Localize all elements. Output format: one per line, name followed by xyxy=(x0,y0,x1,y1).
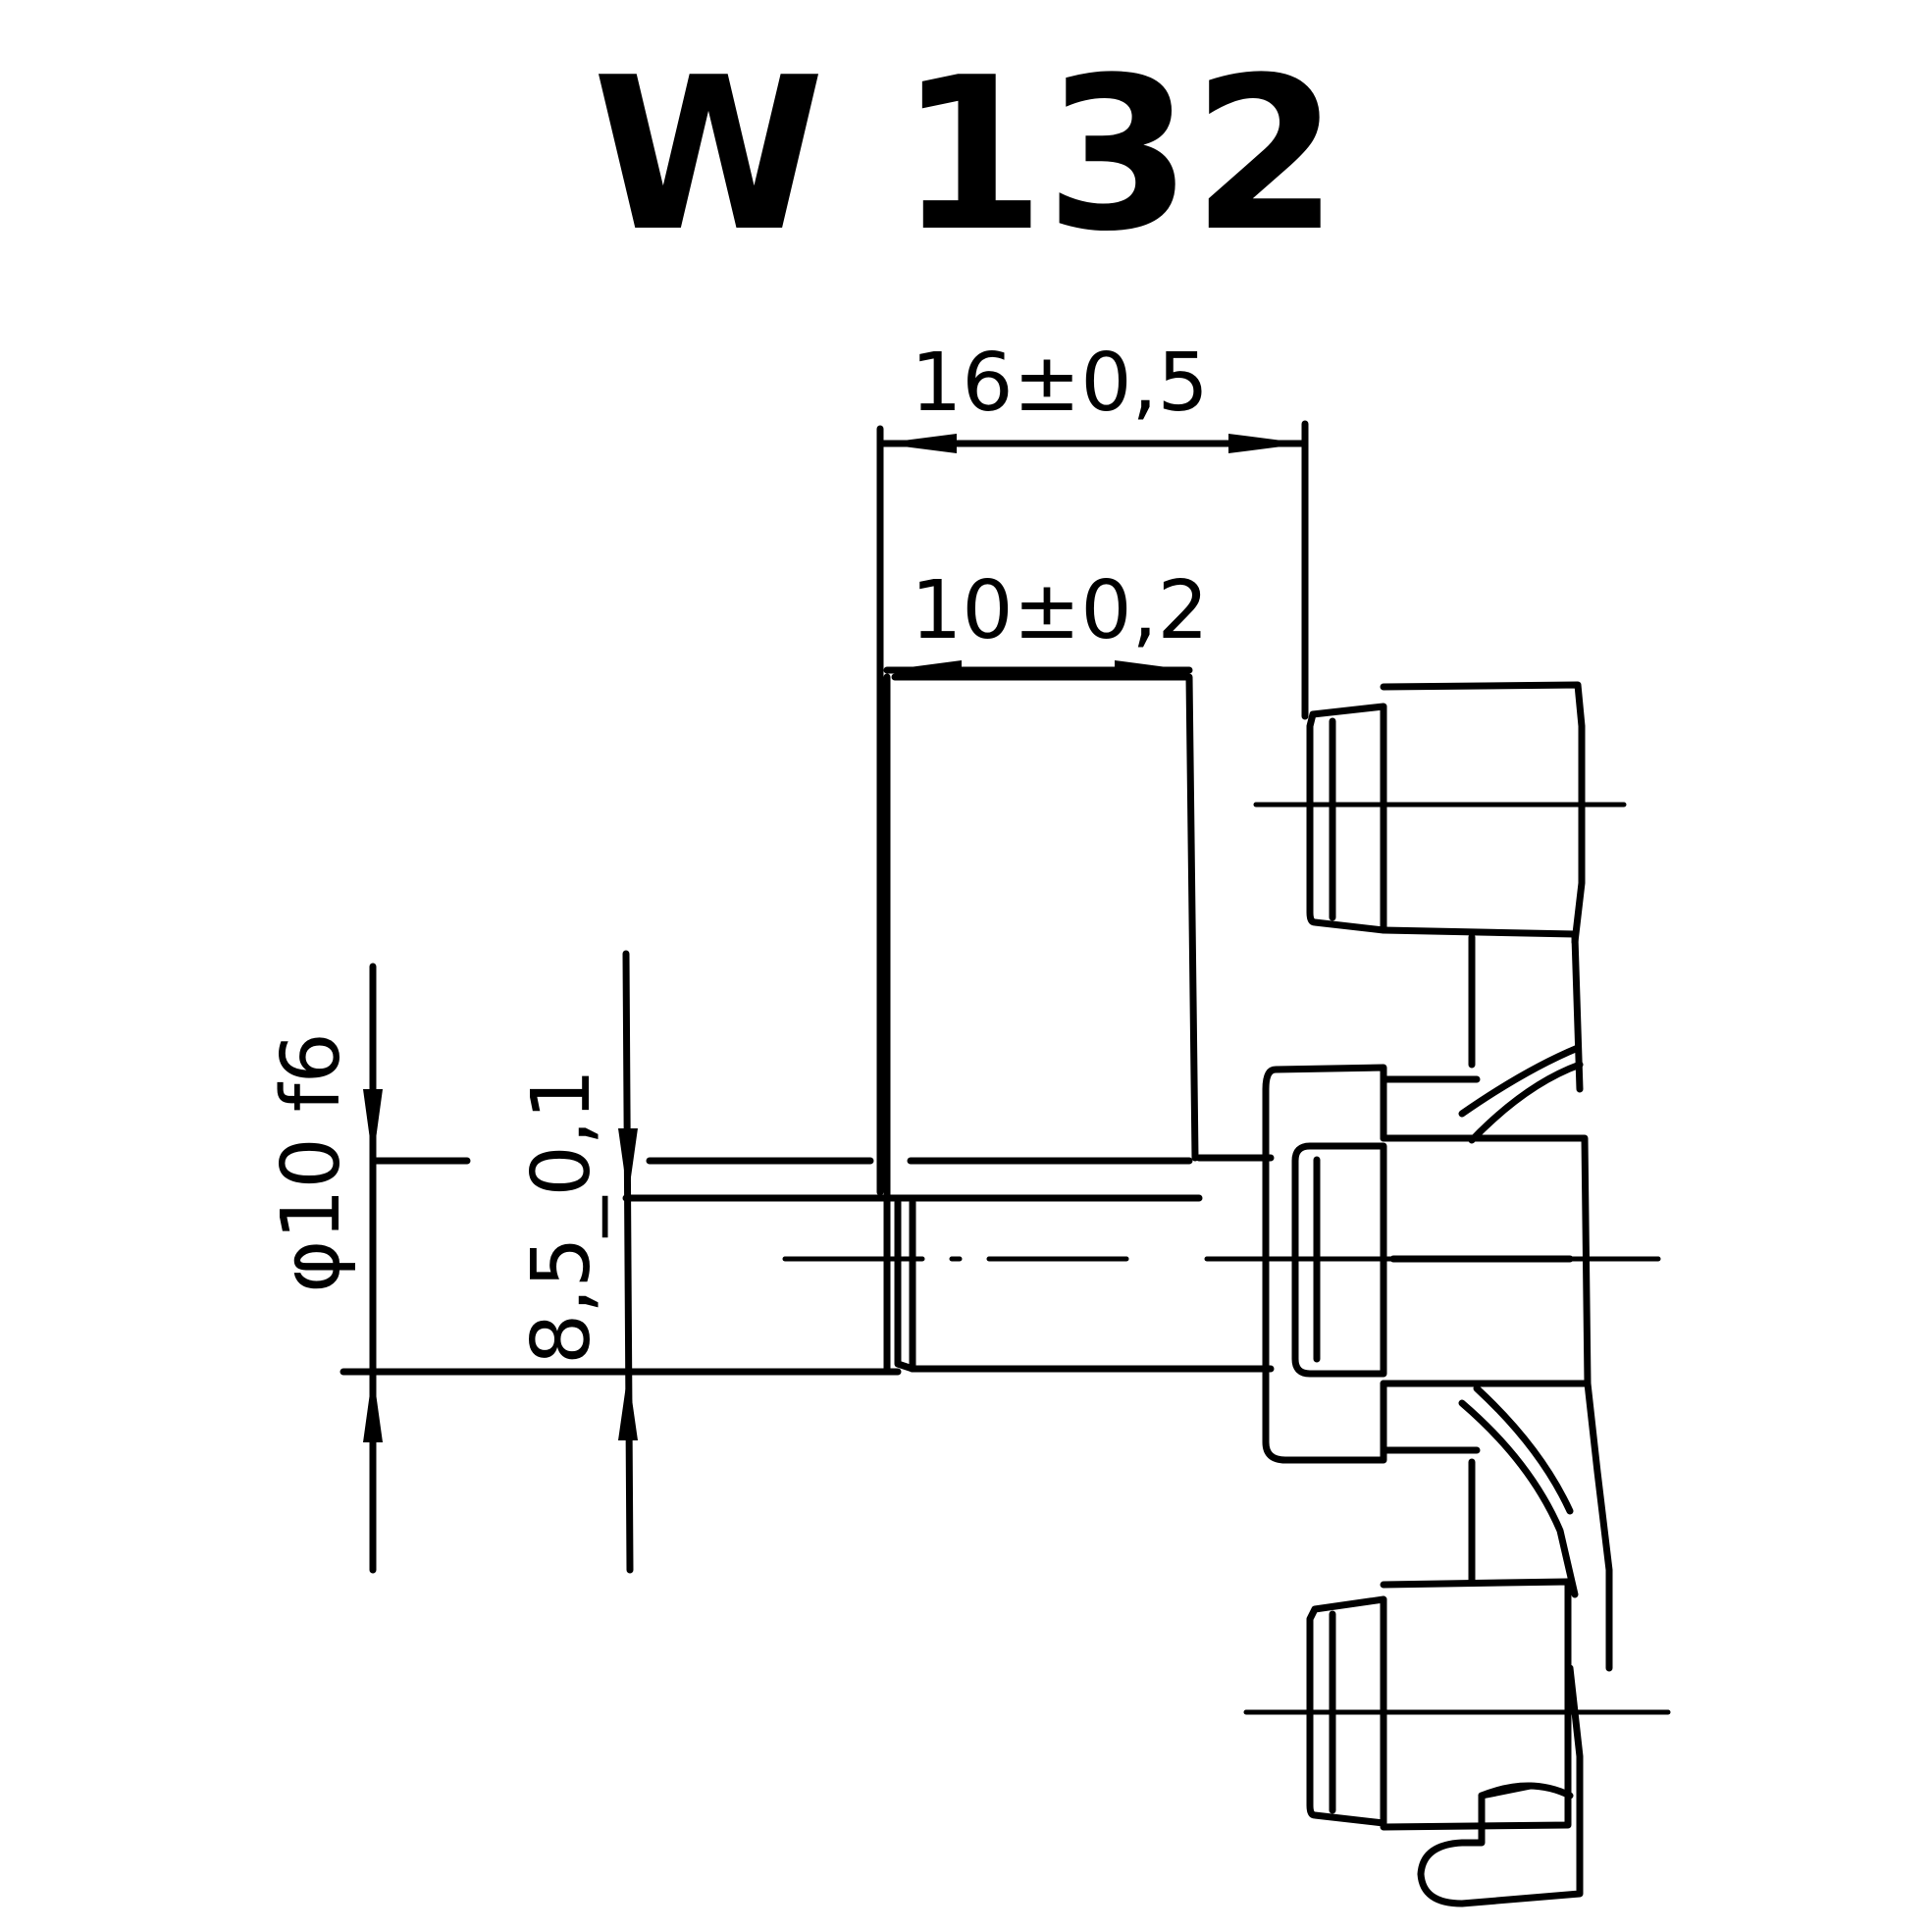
arrow-top xyxy=(363,1089,383,1161)
lower-pin-shoulder xyxy=(1306,1595,1387,1827)
body-length-dimension: 10±0,2 xyxy=(883,564,1209,680)
lower-clip xyxy=(1417,1664,1584,1907)
upper-spring xyxy=(1458,1044,1584,1144)
flange-outline xyxy=(1262,1064,1387,1464)
upper-pin-shoulder xyxy=(1306,703,1387,934)
lower-pin-head xyxy=(1380,1578,1572,1831)
hub-flange xyxy=(1262,1064,1592,1464)
shaft-diameter-dimension: φ10 f6 xyxy=(265,963,902,1574)
arrow-right xyxy=(1228,434,1305,453)
shaft-left-chamfer xyxy=(894,1198,916,1373)
lower-arm xyxy=(1243,1380,1671,1907)
overall-length-dimension: 16±0,5 xyxy=(876,337,1309,1196)
lower-spring-outer xyxy=(1458,1399,1579,1598)
shaft-diameter-label: φ10 f6 xyxy=(265,1032,358,1293)
dimension-line-flat xyxy=(622,950,634,1574)
arrow-left xyxy=(880,434,957,453)
flat-height-dimension: 8,5_0,1 xyxy=(515,950,1203,1574)
upper-pin-bottom xyxy=(1380,926,1579,938)
arrow-bottom xyxy=(618,1372,638,1440)
arrow-top xyxy=(618,1128,638,1198)
lower-spring-inner xyxy=(1473,1384,1574,1515)
part-body xyxy=(646,673,1661,1373)
upper-pin-head xyxy=(1380,681,1586,946)
body-outline-top xyxy=(891,673,1199,1162)
part-title: W 132 xyxy=(593,31,1339,278)
flange-inner-left xyxy=(1291,1142,1387,1378)
flat-height-label: 8,5_0,1 xyxy=(515,1069,608,1365)
lower-arm-outer xyxy=(1584,1380,1613,1672)
upper-arm xyxy=(1253,681,1627,1144)
lower-clip-curve xyxy=(1478,1782,1574,1800)
hub-centre-block xyxy=(1380,1134,1592,1387)
arrow-bottom xyxy=(363,1372,383,1442)
overall-length-label: 16±0,5 xyxy=(911,337,1208,430)
body-length-label: 10±0,2 xyxy=(911,564,1208,657)
